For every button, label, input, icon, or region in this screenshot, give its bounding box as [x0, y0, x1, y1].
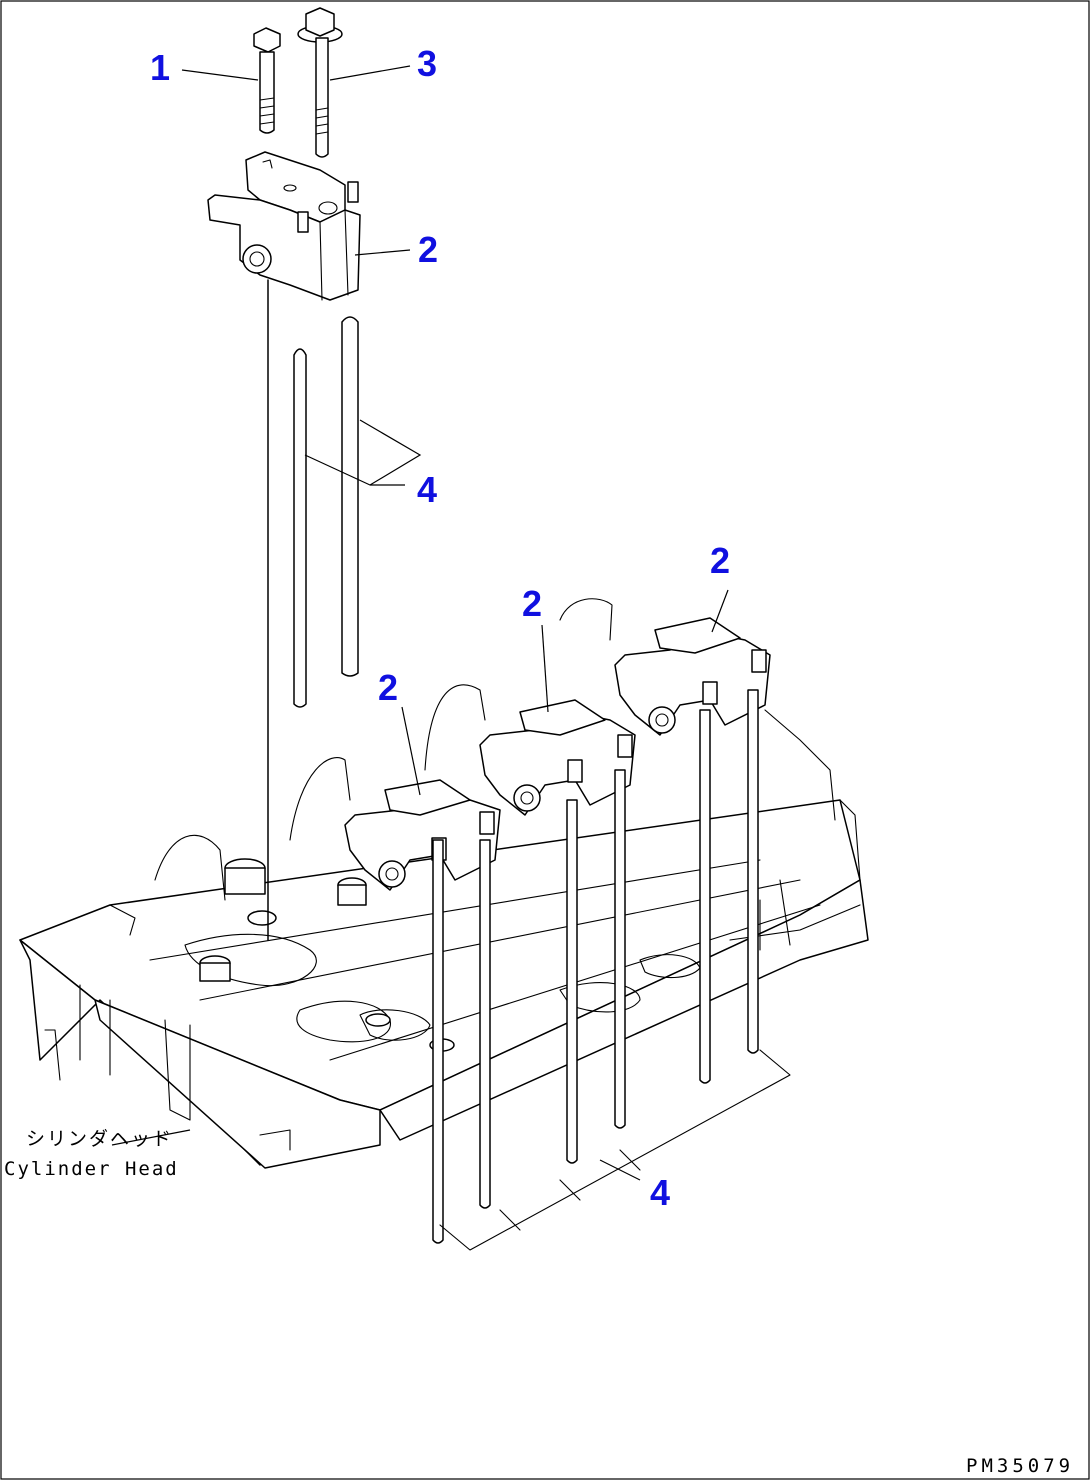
cylinder-head-label-en: Cylinder Head — [4, 1158, 179, 1180]
callout-1: 1 — [150, 47, 170, 88]
installed-push-rods — [432, 689, 791, 1251]
bolt-1 — [253, 27, 281, 134]
cylinder-head-label-jp: シリンダヘッド — [26, 1128, 173, 1150]
callout-2-middle: 2 — [522, 583, 542, 624]
callout-4-installed: 4 — [650, 1172, 670, 1213]
callout-2-exploded: 2 — [418, 229, 438, 270]
installed-rocker-assembly-1 — [344, 779, 501, 891]
installed-rocker-assembly-3 — [614, 617, 771, 736]
push-rods-exploded — [293, 316, 359, 708]
installed-rocker-assembly-2 — [479, 699, 636, 816]
bolt-3 — [297, 7, 343, 158]
callout-4-exploded: 4 — [417, 469, 437, 510]
callout-2-left: 2 — [378, 667, 398, 708]
callout-2-right: 2 — [710, 540, 730, 581]
leader-lines — [111, 65, 729, 1181]
rocker-arm-assembly-exploded — [207, 151, 361, 301]
callout-3: 3 — [417, 43, 437, 84]
drawing-code: PM35079 — [966, 1455, 1074, 1477]
